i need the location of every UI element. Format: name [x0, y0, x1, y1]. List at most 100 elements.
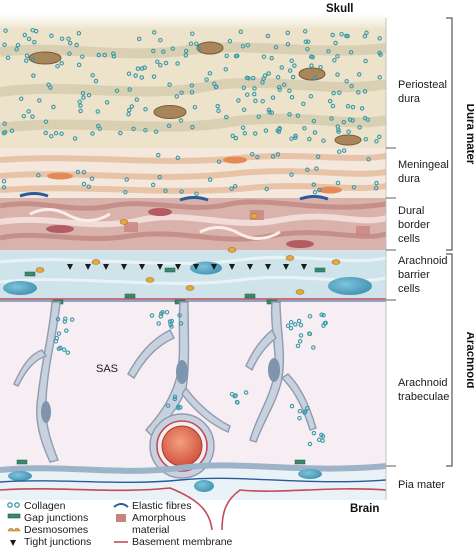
collagen-fibre — [330, 32, 335, 38]
collagen-fibre — [260, 98, 265, 104]
gap-junction — [164, 267, 176, 273]
collagen-fibre — [245, 42, 251, 48]
collagen-fibre — [151, 74, 157, 79]
legend-item-collagen: Collagen — [7, 500, 66, 512]
collagen-fibre — [216, 159, 222, 164]
legend-label-elastic-fibres: Elastic fibres — [132, 500, 192, 512]
collagen-fibre — [49, 33, 54, 39]
gap-junction — [244, 293, 256, 299]
dural-border-cells — [0, 199, 387, 248]
collagen-fibre — [244, 75, 250, 81]
collagen-fibre — [196, 46, 201, 51]
arachnoid-barrier-layer — [0, 250, 386, 300]
collagen-fibre — [289, 58, 294, 64]
collagen-fibre — [288, 325, 294, 331]
collagen-fibre — [357, 125, 362, 130]
collagen-fibre — [362, 89, 368, 94]
collagen-fibre — [240, 43, 246, 49]
tight-junction — [67, 264, 73, 270]
label-dural-border-3: cells — [398, 233, 421, 245]
label-periosteal-dura-1: Periosteal — [398, 79, 447, 91]
desmosome — [249, 213, 259, 219]
legend: Collagen Gap junctions Desmosomes Tight … — [7, 500, 233, 548]
collagen-fibre — [377, 134, 382, 140]
collagen-fibre — [170, 46, 176, 51]
collagen-fibre — [15, 42, 21, 48]
tight-junction — [229, 264, 235, 270]
collagen-fibre — [317, 187, 322, 193]
collagen-fibre — [245, 92, 250, 97]
collagen-fibre — [224, 53, 229, 59]
tight-junction — [301, 264, 307, 270]
collagen-fibre — [157, 174, 162, 180]
collagen-fibre — [74, 42, 79, 48]
tight-junction — [103, 264, 109, 270]
collagen-fibre — [127, 87, 132, 92]
collagen-fibre — [229, 186, 234, 191]
collagen-fibre — [377, 75, 382, 80]
collagen-fibre — [270, 154, 276, 159]
collagen-fibre — [86, 92, 92, 98]
collagen-fibre — [31, 73, 36, 78]
collagen-fibre — [211, 81, 217, 87]
collagen-fibre — [292, 63, 297, 68]
collagen-fibre — [58, 345, 63, 351]
collagen-fibre — [350, 118, 355, 123]
collagen-fibre — [249, 151, 255, 157]
collagen-fibre — [26, 36, 32, 42]
label-arachnoid-barrier-1: Arachnoid — [398, 255, 448, 267]
collagen-fibre — [158, 314, 164, 319]
legend-label-basement-membrane: Basement membrane — [132, 536, 233, 548]
collagen-fibre — [190, 31, 195, 36]
collagen-fibre — [337, 90, 342, 95]
collagen-fibre — [176, 404, 181, 409]
collagen-fibre — [161, 49, 166, 54]
collagen-fibre — [156, 321, 161, 326]
collagen-fibre — [126, 107, 132, 113]
collagen-fibre — [43, 119, 49, 124]
blood-vessel — [149, 413, 215, 479]
collagen-fibre — [59, 131, 64, 136]
tight-junction — [85, 264, 91, 270]
collagen-fibre — [139, 75, 145, 80]
collagen-fibre — [336, 129, 341, 134]
label-arachnoid-trabeculae-2: trabeculae — [398, 391, 449, 403]
collagen-fibre — [158, 62, 163, 68]
collagen-fibre — [327, 98, 333, 104]
collagen-fibre — [302, 29, 308, 34]
collagen-fibre — [164, 309, 170, 315]
tight-junction — [247, 264, 253, 270]
collagen-fibre — [373, 185, 379, 191]
collagen-fibre — [179, 90, 184, 95]
collagen-fibre — [168, 322, 173, 327]
collagen-fibre — [275, 75, 281, 80]
collagen-fibre — [240, 125, 246, 130]
collagen-fibre — [134, 97, 140, 102]
collagen-fibre — [235, 400, 240, 405]
collagen-fibre — [362, 115, 368, 121]
collagen-fibre — [192, 104, 198, 110]
collagen-fibre — [151, 30, 157, 35]
collagen-fibre — [175, 155, 181, 161]
collagen-fibre — [66, 36, 71, 41]
collagen-fibre — [124, 177, 129, 182]
trabecular-cell-nucleus — [41, 401, 51, 423]
collagen-fibre — [289, 172, 294, 177]
collagen-fibre — [175, 61, 180, 66]
collagen-fibre — [275, 152, 281, 157]
legend-item-tight-junctions: Tight junctions — [10, 536, 91, 548]
desmosome — [295, 289, 305, 295]
periosteal-fibroblasts — [0, 41, 388, 146]
collagen-fibre — [251, 91, 257, 97]
label-arachnoid: Arachnoid — [464, 332, 474, 389]
collagen-fibre — [289, 95, 295, 100]
collagen-fibre — [59, 61, 64, 66]
collagen-fibre — [143, 127, 148, 133]
collagen-fibre — [363, 136, 369, 142]
collagen-fibre — [289, 136, 294, 141]
collagen-fibre — [89, 176, 95, 181]
collagen-fibre — [78, 103, 83, 108]
fibroblast-nucleus — [334, 134, 362, 146]
desmosome — [331, 259, 341, 265]
collagen-fibre — [233, 135, 239, 141]
